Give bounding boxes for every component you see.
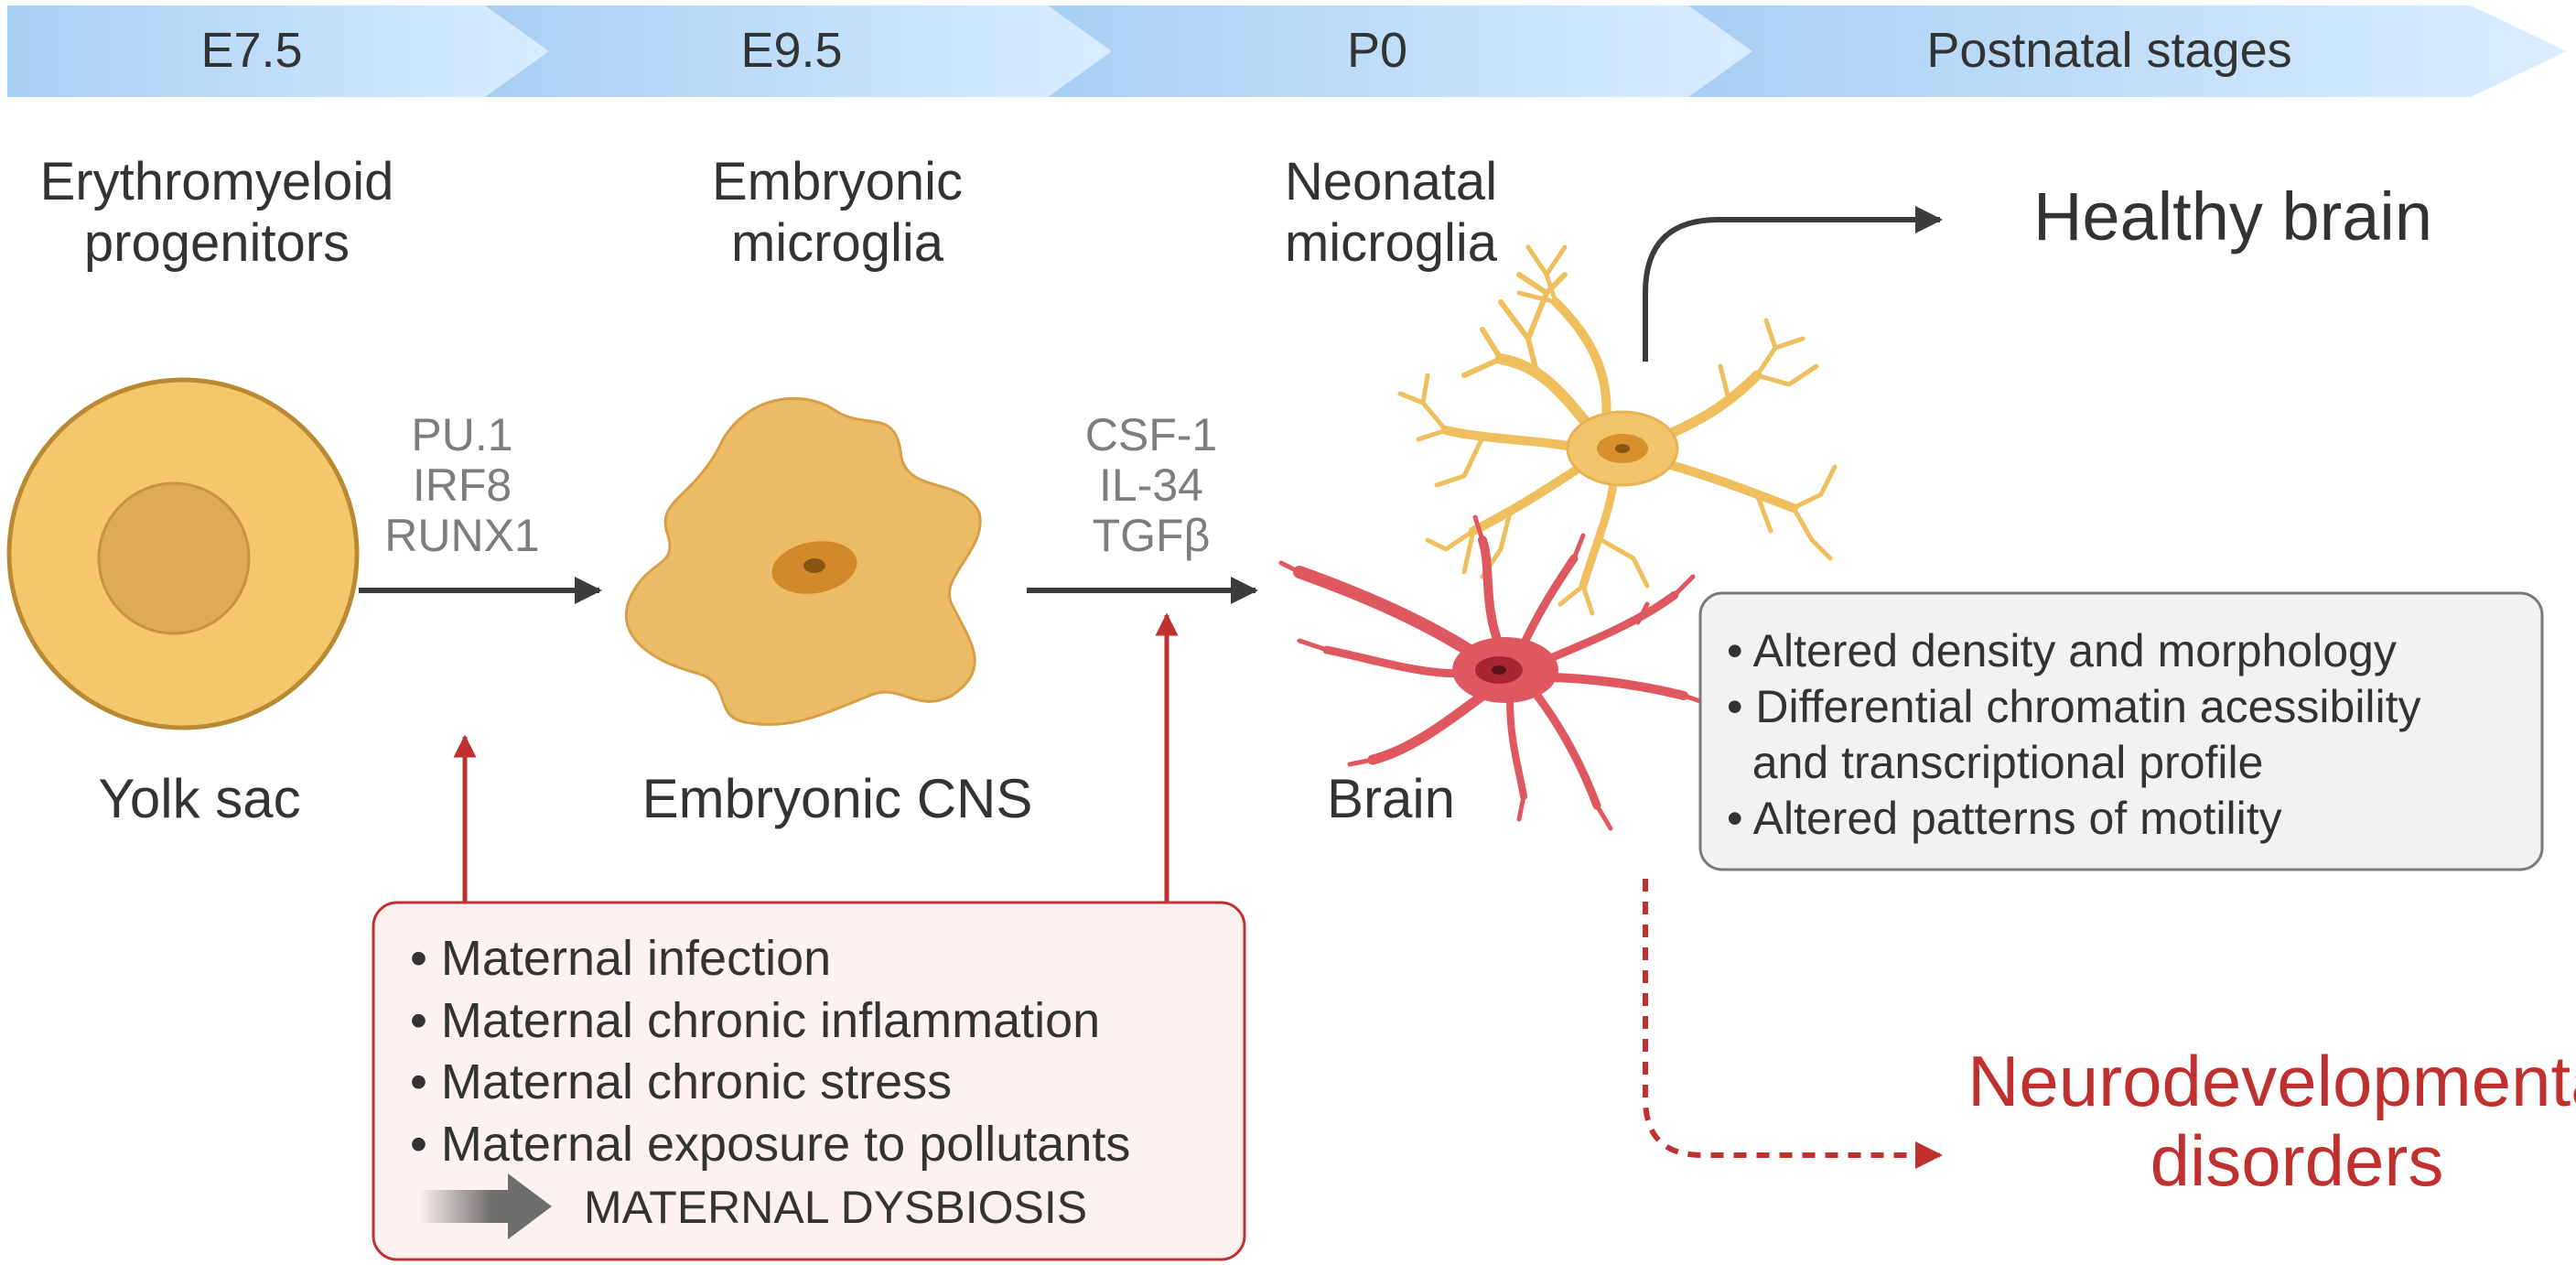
label-brain: Brain: [1327, 768, 1455, 829]
effect-item-1: • Altered density and morphology: [1727, 625, 2397, 676]
header-erythromyeloid-line2: progenitors: [84, 213, 350, 273]
label-embryonic-cns: Embryonic CNS: [642, 768, 1033, 829]
maternal-dysbiosis: MATERNAL DYSBIOSIS: [584, 1182, 1087, 1233]
healthy-microglia-cell: [1397, 244, 1838, 616]
affected-microglia-cell: [1278, 514, 1714, 831]
timeline: E7.5 E9.5 P0 Postnatal stages: [7, 5, 2567, 97]
embryonic-microglia-cell: [625, 396, 982, 727]
arrow-to-healthy-brain: [1643, 206, 1943, 362]
outcome-healthy-brain: Healthy brain: [2033, 178, 2432, 254]
effect-item-4: • Altered patterns of motility: [1727, 793, 2282, 844]
dysbiosis-arrow-icon: [419, 1173, 552, 1239]
maternal-item-infection: • Maternal infection: [410, 931, 831, 986]
factor-il34: IL-34: [1099, 460, 1203, 511]
erythromyeloid-progenitor-cell: [6, 377, 360, 730]
header-neonatal-microglia-line2: microglia: [1285, 213, 1498, 273]
timeline-chevron-p0: [1048, 5, 1784, 97]
outcome-disorders-line2: disorders: [2150, 1120, 2444, 1201]
effect-item-2: • Differential chromatin acessibility: [1727, 681, 2421, 732]
maternal-item-stress: • Maternal chronic stress: [410, 1054, 952, 1109]
stage-e75: E7.5: [200, 23, 302, 78]
stage-e95: E9.5: [740, 23, 842, 78]
outcome-disorders-line1: Neurodevelopmental: [1967, 1041, 2576, 1121]
header-embryonic-microglia-line1: Embryonic: [712, 152, 963, 211]
factor-csf1: CSF-1: [1085, 409, 1217, 460]
stage-p0: P0: [1347, 23, 1407, 78]
maternal-factors-box: [372, 901, 1246, 1261]
arrow-to-disorders: [1643, 879, 1943, 1169]
timeline-chevron-e75: [7, 5, 581, 97]
timeline-chevron-postnatal: [1688, 5, 2567, 97]
factor-irf8: IRF8: [413, 460, 512, 511]
header-erythromyeloid-line1: Erythromyeloid: [40, 152, 394, 211]
timeline-chevron-e95: [485, 5, 1144, 97]
maternal-item-inflammation: • Maternal chronic inflammation: [410, 993, 1100, 1048]
effect-item-3: and transcriptional profile: [1727, 737, 2263, 788]
header-embryonic-microglia-line2: microglia: [731, 213, 944, 273]
factor-runx1: RUNX1: [384, 510, 539, 561]
maternal-item-pollutants: • Maternal exposure to pollutants: [410, 1117, 1130, 1172]
factor-tgfb: TGFβ: [1093, 510, 1211, 561]
effects-box: [1698, 591, 2544, 871]
label-yolk-sac: Yolk sac: [98, 768, 300, 829]
stage-postnatal: Postnatal stages: [1926, 23, 2291, 78]
factor-pu1: PU.1: [411, 409, 512, 460]
header-neonatal-microglia-line1: Neonatal: [1285, 152, 1497, 211]
